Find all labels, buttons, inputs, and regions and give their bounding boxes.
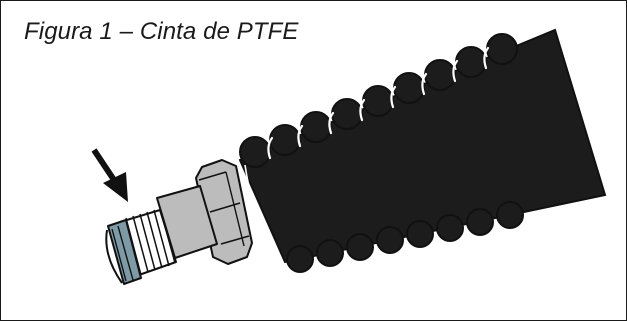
figure-caption: Figura 1 – Cinta de PTFE	[24, 18, 299, 45]
ptfe-tape	[105, 219, 142, 285]
hose	[238, 28, 607, 273]
down-right-arrow-icon	[91, 148, 128, 202]
